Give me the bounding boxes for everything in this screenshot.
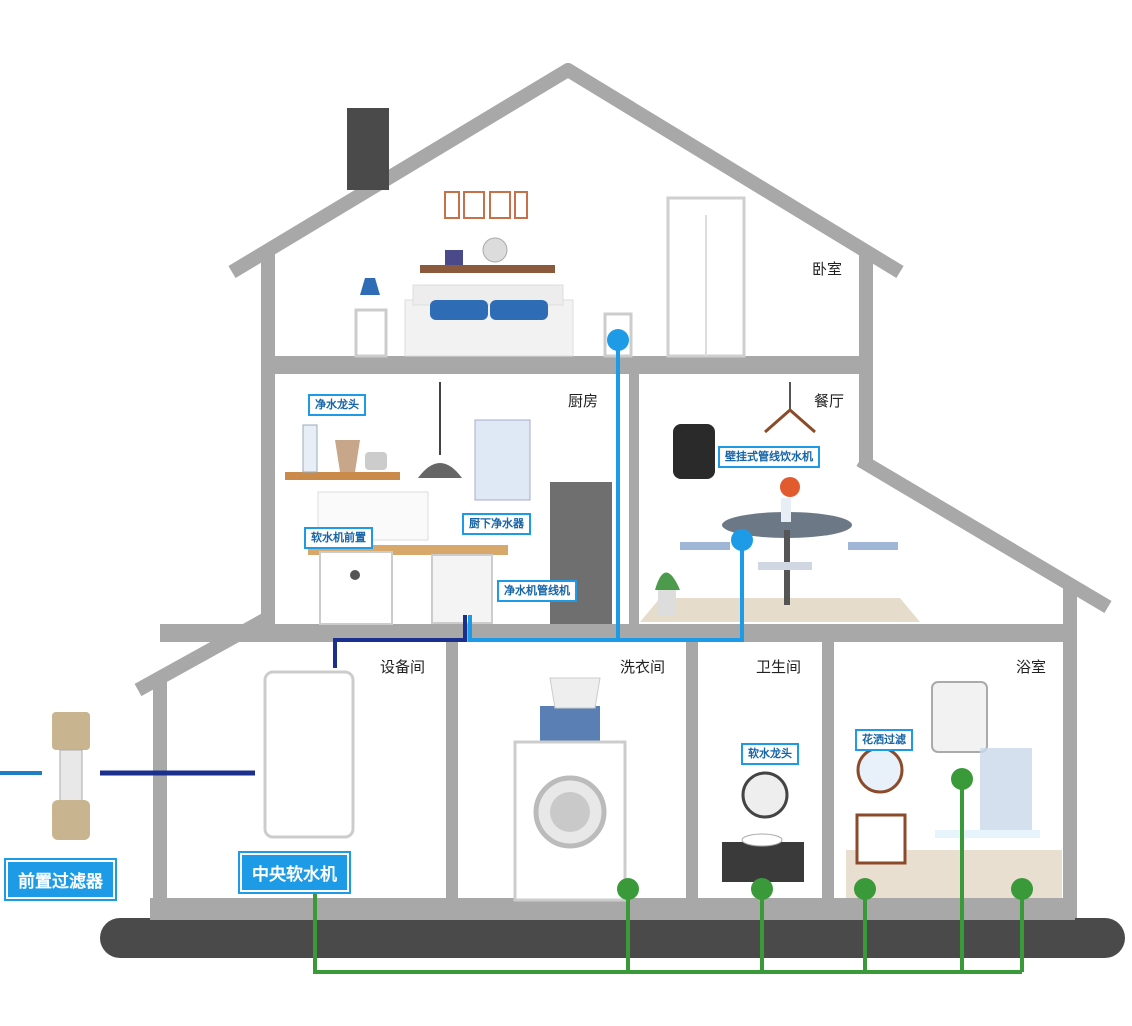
room-label-bedroom: 卧室	[812, 260, 843, 278]
wall-bath-shower	[822, 642, 834, 900]
tag-kitchen-ro: 净水机管线机	[497, 580, 577, 602]
base-floor	[150, 898, 1075, 920]
tag-central-softener: 中央软水机	[240, 853, 349, 892]
pipe-node-dining	[731, 529, 753, 551]
room-label-kitchen: 厨房	[568, 392, 599, 410]
room-label-bathroom: 卫生间	[756, 658, 802, 676]
floor-1	[268, 356, 866, 374]
chimney	[347, 108, 389, 190]
pipe-node-bedroom	[607, 329, 629, 351]
room-label-equipment: 设备间	[380, 658, 426, 676]
tag-kitchen-softener: 软水机前置	[304, 527, 373, 549]
floor-0	[160, 624, 1070, 642]
wall-laundry-bath	[686, 642, 698, 900]
wall-kitchen-dining	[629, 374, 639, 626]
tag-kitchen-sink: 厨下净水器	[462, 513, 531, 535]
ground-bar	[100, 918, 1125, 958]
laundry-furniture	[513, 677, 627, 902]
node-heater	[951, 768, 973, 790]
room-label-dining: 餐厅	[814, 392, 845, 410]
room-label-shower: 浴室	[1016, 658, 1047, 676]
dining-furniture	[640, 382, 920, 622]
tag-kitchen-small: 净水龙头	[308, 394, 366, 416]
pipe-dining	[468, 540, 744, 642]
bathroom-furniture	[722, 771, 804, 882]
tag-shower-filter: 花洒过滤	[855, 729, 913, 751]
node-shower1	[854, 878, 876, 900]
shower-furniture	[846, 681, 1062, 898]
node-laundry	[617, 878, 639, 900]
bedroom-furniture	[354, 191, 746, 358]
kitchen-furniture	[285, 382, 612, 625]
room-label-laundry: 洗衣间	[620, 658, 666, 676]
roof-right	[856, 453, 1112, 614]
tag-dining-dispenser: 壁挂式管线饮水机	[718, 446, 820, 468]
roof-top	[228, 63, 904, 278]
node-shower2	[1011, 878, 1033, 900]
pipe-softener-kitchen	[333, 615, 467, 668]
equipment-furniture	[52, 670, 355, 840]
pipe-green-main	[313, 880, 1022, 974]
tag-pre-filter: 前置过滤器	[6, 860, 115, 899]
tag-bathroom-filter: 软水龙头	[741, 743, 799, 765]
node-bathroom	[751, 878, 773, 900]
wall-equip-laundry	[446, 642, 458, 900]
